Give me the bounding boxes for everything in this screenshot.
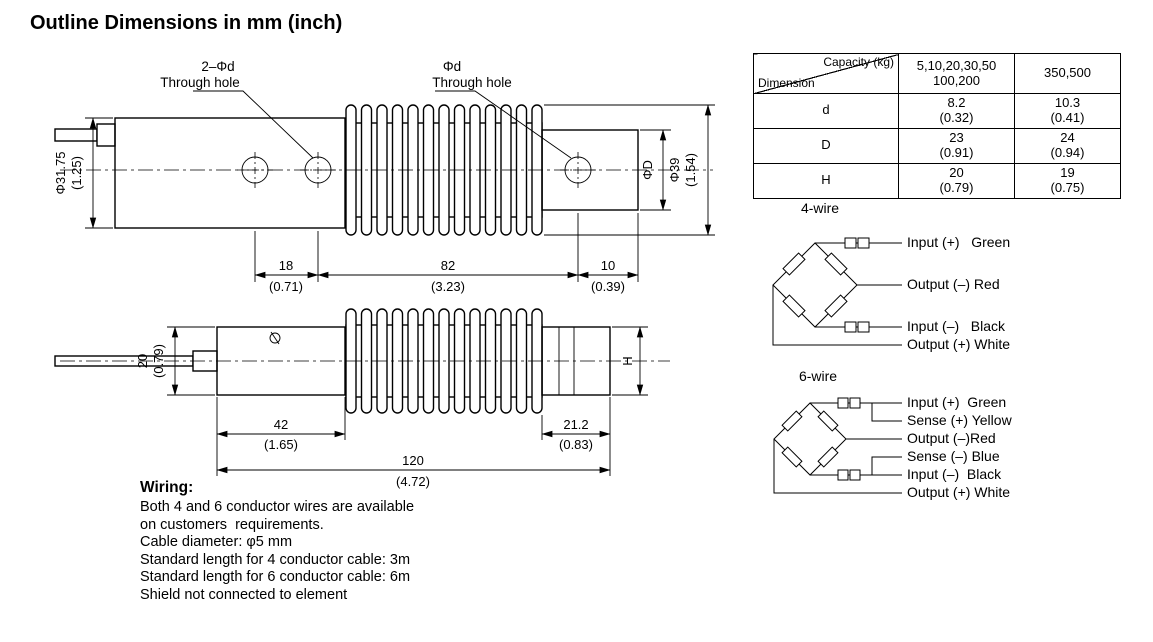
side-view: 2–Φd Through hole Φd Through hole Φ31.75…: [53, 59, 715, 294]
table-row-D: D 23(0.91) 24(0.94): [753, 127, 1121, 164]
bridge-4wire-labels: Input (+) Green Output (–) Red Input (–)…: [907, 234, 1010, 352]
top-dimensions: [167, 326, 648, 476]
dim-120-inch: (4.72): [396, 474, 430, 489]
wiring-line: Standard length for 4 conductor cable: 3…: [140, 551, 411, 568]
bridge-4wire-circuit: [772, 237, 902, 346]
row-name: d: [753, 93, 899, 129]
dim-20-inch: (0.79): [151, 344, 166, 378]
bridge-4wire-diagram: 4-wire Input (+) Green Output (–) Red In…: [772, 200, 1010, 352]
dim-21-2: 21.2: [563, 417, 588, 432]
dim-20: 20: [135, 354, 150, 368]
table-row-H: H 20(0.79) 19(0.75): [753, 162, 1121, 199]
bridge-6wire-circuit: [773, 397, 902, 494]
wiring-heading: Wiring:: [140, 479, 194, 496]
bridge-4wire-title: 4-wire: [801, 200, 839, 216]
row-value: 20(0.79): [898, 162, 1015, 199]
wire-label-input-minus: Input (–) Black: [907, 466, 1002, 482]
row-value: 8.2(0.32): [898, 93, 1015, 129]
wiring-line: Standard length for 6 conductor cable: 6…: [140, 569, 411, 585]
label-2-phi-d: 2–Φd: [201, 59, 234, 74]
wire-label-output-plus: Output (+) White: [907, 484, 1010, 500]
wiring-line: Both 4 and 6 conductor wires are availab…: [140, 499, 415, 515]
wiring-note: Wiring: Both 4 and 6 conductor wires are…: [140, 479, 414, 604]
capacity-dimension-table: Capacity (kg) Dimension 5,10,20,30,50 10…: [753, 53, 1121, 199]
dim-dia-39: Φ39: [667, 158, 682, 183]
bridge-6wire-diagram: 6-wire Input (+) Green Sense (+) Yellow …: [773, 368, 1013, 500]
label-through-hole-right: Through hole: [432, 75, 512, 90]
row-value: 23(0.91): [898, 127, 1015, 164]
table-corner-cell: Capacity (kg) Dimension: [753, 53, 899, 94]
wire-label-sense-plus: Sense (+) Yellow: [907, 412, 1013, 428]
page-title: Outline Dimensions in mm (inch): [30, 12, 343, 34]
wire-label-output-minus: Output (–)Red: [907, 430, 996, 446]
seal-hole-detail: [269, 331, 281, 345]
table-row-d: d 8.2(0.32) 10.3(0.41): [753, 93, 1121, 129]
wiring-line: on customers requirements.: [140, 516, 324, 533]
corner-dimension-label: Dimension: [758, 76, 815, 91]
dim-82-inch: (3.23): [431, 279, 465, 294]
row-name: H: [753, 162, 899, 199]
capacity-header-2: 350,500: [1014, 53, 1121, 94]
wire-label-input-plus: Input (+) Green: [907, 234, 1010, 250]
side-view-texts: 2–Φd Through hole Φd Through hole Φ31.75…: [53, 59, 698, 294]
wire-label-sense-minus: Sense (–) Blue: [907, 448, 1000, 464]
row-name: D: [753, 127, 899, 164]
dim-dia-39-inch: (1.54): [683, 153, 698, 187]
side-dimensions: [85, 104, 715, 282]
leader-lines: [193, 90, 572, 159]
row-value: 24(0.94): [1014, 127, 1121, 164]
dim-42-inch: (1.65): [264, 437, 298, 452]
wiring-line: Shield not connected to element: [140, 586, 348, 603]
dim-H: H: [620, 356, 635, 365]
dim-21-2-inch: (0.83): [559, 437, 593, 452]
dim-dia-31-75: Φ31.75: [53, 152, 68, 195]
load-cell-dimension-drawing: 2–Φd Through hole Φd Through hole Φ31.75…: [53, 59, 715, 489]
dim-dia-D: ΦD: [640, 160, 655, 180]
dim-120: 120: [402, 453, 424, 468]
bridge-6wire-title: 6-wire: [799, 368, 837, 384]
dim-10-inch: (0.39): [591, 279, 625, 294]
corner-capacity-label: Capacity (kg): [823, 55, 894, 69]
bridge-6wire-labels: Input (+) Green Sense (+) Yellow Output …: [907, 394, 1013, 500]
top-view-texts: 20 (0.79) H 42 (1.65) 21.2 (0.83) 120 (4…: [135, 344, 635, 489]
row-value: 10.3(0.41): [1014, 93, 1121, 129]
wire-label-output-plus: Output (+) White: [907, 336, 1010, 352]
dim-18: 18: [279, 258, 293, 273]
capacity-header-1: 5,10,20,30,50 100,200: [898, 53, 1015, 94]
dim-10: 10: [601, 258, 615, 273]
label-through-hole-left: Through hole: [160, 75, 240, 90]
dim-18-inch: (0.71): [269, 279, 303, 294]
row-value: 19(0.75): [1014, 162, 1121, 199]
top-view: 20 (0.79) H 42 (1.65) 21.2 (0.83) 120 (4…: [54, 308, 670, 489]
dim-dia-31-75-inch: (1.25): [69, 156, 84, 190]
mounting-block-side: [114, 117, 346, 229]
dim-82: 82: [441, 258, 455, 273]
label-phi-d: Φd: [443, 59, 461, 74]
wiring-line: Cable diameter: φ5 mm: [140, 534, 293, 550]
cable-side: [54, 123, 116, 147]
wire-label-output-minus: Output (–) Red: [907, 276, 1000, 292]
through-holes: [237, 152, 596, 188]
wire-label-input-plus: Input (+) Green: [907, 394, 1006, 410]
dim-42: 42: [274, 417, 288, 432]
wire-label-input-minus: Input (–) Black: [907, 318, 1006, 334]
